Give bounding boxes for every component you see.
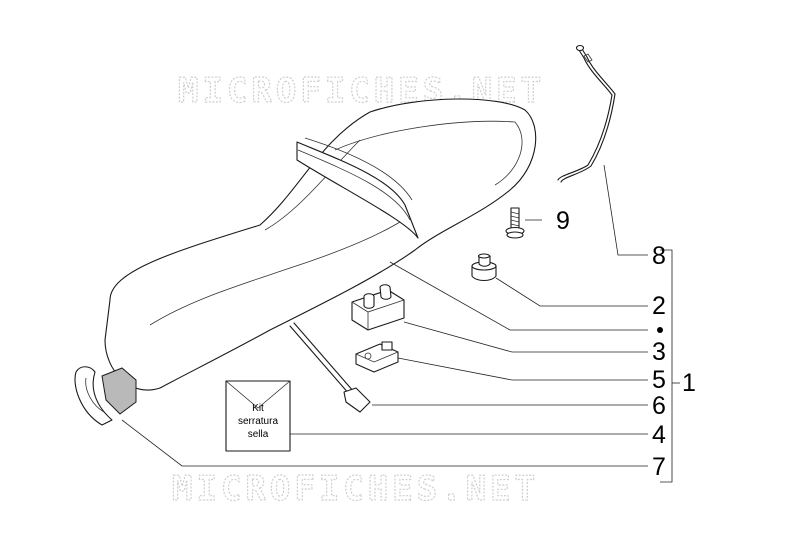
part-8-cable [557,44,616,183]
callout-8: 8 [652,242,666,270]
watermark-bottom: MICROFICHES.NET [172,469,539,509]
kit-label-line2: serratura [238,416,278,427]
callout-1: 1 [682,369,696,397]
callout-7: 7 [652,453,666,481]
seat [104,98,537,391]
part-3-rubber-block [351,284,405,331]
callout-dot [657,327,663,333]
leader-lines [121,164,680,483]
part-9-bolt [505,207,525,239]
kit-label-line3: sella [248,429,269,440]
part-5-bracket [355,341,399,373]
callout-3: 3 [652,338,666,366]
part-6-tie-strap [289,322,371,413]
callout-4: 4 [652,421,666,449]
part-2-rubber-buffer [471,253,497,282]
part-4-kit-box: Kit serratura sella [225,380,291,452]
part-7-end-cap [74,366,137,426]
callout-5: 5 [652,366,666,394]
kit-label-line1: Kit [252,403,264,414]
callout-6: 6 [652,392,666,420]
callout-2: 2 [652,292,666,320]
callout-9: 9 [556,207,570,235]
